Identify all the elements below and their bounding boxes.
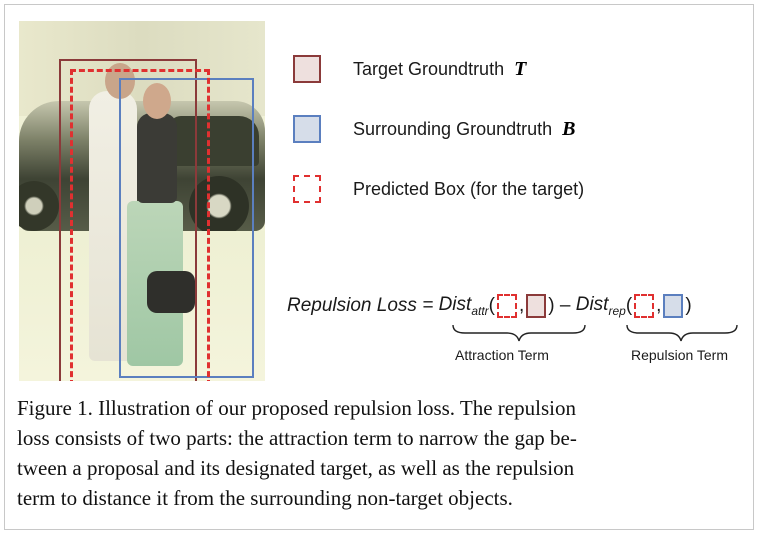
repulsion-loss-formula: Repulsion Loss = Distattr(,) – Distrep(,…: [287, 291, 692, 321]
surrounding-groundtruth-box: [119, 78, 254, 378]
target-box-icon: [526, 294, 547, 318]
surrounding-pedestrian: [137, 113, 177, 203]
minus-sign: –: [559, 295, 571, 316]
predicted-box-icon: [496, 294, 517, 318]
attraction-brace: [452, 324, 586, 342]
handbag: [147, 271, 195, 313]
legend-surrounding-label: Surrounding Groundtruth: [353, 118, 553, 139]
surrounding-pedestrian-head: [143, 83, 171, 119]
dist-label: Dist: [438, 294, 472, 316]
target-groundtruth-box: [59, 59, 197, 381]
term-braces: [452, 324, 738, 342]
surrounding-swatch: [293, 115, 321, 143]
legend-surrounding-symbol: B: [562, 117, 576, 140]
caption-line: loss consists of two parts: the attracti…: [17, 426, 577, 450]
repulsion-brace: [626, 324, 738, 342]
predicted-box-icon: [634, 294, 655, 318]
dist-rep: Distrep: [576, 294, 626, 318]
figure-caption: Figure 1. Illustration of our proposed r…: [17, 393, 749, 513]
dist-attr: Distattr: [439, 294, 489, 318]
comma: ,: [656, 295, 662, 316]
figure-frame: Target Groundtruth T Surrounding Groundt…: [4, 4, 754, 530]
car-wheel: [19, 181, 59, 231]
rep-subscript: rep: [608, 303, 626, 318]
close-paren: ): [685, 295, 692, 316]
caption-line: term to distance it from the surrounding…: [17, 486, 513, 510]
predicted-swatch: [293, 175, 321, 203]
surrounding-box-icon: [663, 294, 684, 318]
close-paren: ): [548, 295, 555, 316]
legend-target-symbol: T: [514, 57, 527, 80]
legend-target-label: Target Groundtruth: [353, 58, 505, 79]
comma: ,: [518, 295, 525, 316]
caption-line: Figure 1. Illustration of our proposed r…: [17, 396, 576, 420]
dist-label: Dist: [575, 294, 609, 316]
open-paren: (: [625, 295, 633, 316]
attraction-term-label: Attraction Term: [455, 347, 549, 363]
target-swatch: [293, 55, 321, 83]
formula-lhs: Repulsion Loss =: [287, 295, 434, 316]
legend-surrounding: Surrounding Groundtruth B: [293, 115, 575, 143]
repulsion-term-label: Repulsion Term: [631, 347, 729, 363]
car-wheel: [189, 176, 249, 236]
caption-line: tween a proposal and its designated targ…: [17, 456, 575, 480]
legend-predicted: Predicted Box (for the target): [293, 175, 584, 203]
open-paren: (: [488, 295, 495, 316]
predicted-box: [70, 69, 210, 381]
car-window: [169, 116, 259, 166]
legend-predicted-label: Predicted Box (for the target): [353, 178, 585, 199]
legend-target: Target Groundtruth T: [293, 55, 526, 83]
pedestrian-photo: [19, 21, 265, 381]
attr-subscript: attr: [471, 303, 489, 318]
